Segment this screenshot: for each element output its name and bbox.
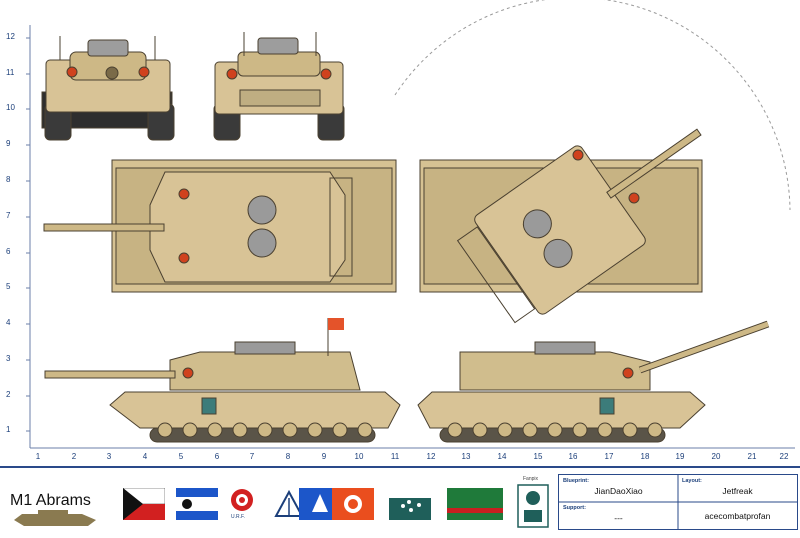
x-tick-label: 20 [711,452,721,461]
x-tick-label: 4 [142,452,148,461]
credits-table: Blueprint: JianDaoXiao Layout: Jetfreak … [558,474,798,530]
x-tick-label: 8 [285,452,291,461]
support-value: --- [614,513,623,523]
x-tick-label: 9 [321,452,327,461]
blueprint-label: Blueprint: [563,478,589,484]
x-tick-label: 13 [461,452,471,461]
credits-grid-lines [559,475,797,529]
x-tick-label: 3 [106,452,112,461]
x-tick-label: 22 [779,452,789,461]
support-label: Support: [563,505,586,511]
x-tick-label: 10 [354,452,364,461]
flag-blue-white-disc-icon [176,488,218,520]
tank-side-view-right [417,320,770,443]
y-tick-label: 7 [6,211,11,220]
fanpix-logo-icon [517,484,549,528]
tank-front-view [41,36,175,141]
y-tick-label: 9 [6,139,11,148]
x-tick-label: 14 [497,452,507,461]
axis-ticks [26,37,30,432]
credit-value: acecombatprofan [704,511,771,521]
x-tick-label: 16 [568,452,578,461]
y-tick-label: 12 [6,32,15,41]
y-tick-label: 4 [6,318,11,327]
flag-green-red-stripe-icon [447,488,503,520]
flag-red-black-chevron-icon [123,488,165,520]
x-tick-label: 12 [426,452,436,461]
y-tick-label: 8 [6,175,11,184]
delta-emblem-icon [274,489,304,517]
urf-emblem-icon [231,489,253,511]
tank-top-view-rotated [419,128,703,324]
x-tick-label: 6 [214,452,220,461]
x-tick-label: 2 [71,452,77,461]
layout-label: Layout: [682,478,702,484]
y-tick-label: 3 [6,354,11,363]
y-tick-label: 10 [6,103,15,112]
x-tick-label: 7 [249,452,255,461]
x-tick-label: 21 [747,452,757,461]
logo-caption: Fanpix [523,476,539,482]
x-tick-label: 1 [35,452,41,461]
tank-side-view-left [44,318,401,443]
tank-top-view [43,159,397,293]
tank-rear-view [213,32,345,141]
urf-caption: U.R.F. [231,514,245,520]
flag-teal-stars-icon [389,488,431,520]
y-tick-label: 11 [6,68,15,77]
model-name: M1 Abrams [10,492,91,509]
blueprint-value: JianDaoXiao [594,486,643,496]
y-tick-label: 2 [6,390,11,399]
layout-value: Jetfreak [722,486,753,496]
x-tick-label: 18 [640,452,650,461]
x-tick-label: 15 [533,452,543,461]
y-tick-label: 5 [6,282,11,291]
x-tick-label: 11 [390,452,400,461]
y-tick-label: 6 [6,247,11,256]
flag-orange-roundel-icon [332,488,374,520]
x-tick-label: 19 [675,452,685,461]
x-tick-label: 5 [178,452,184,461]
x-tick-label: 17 [604,452,614,461]
y-tick-label: 1 [6,425,11,434]
tank-silhouette-icon [14,510,96,526]
